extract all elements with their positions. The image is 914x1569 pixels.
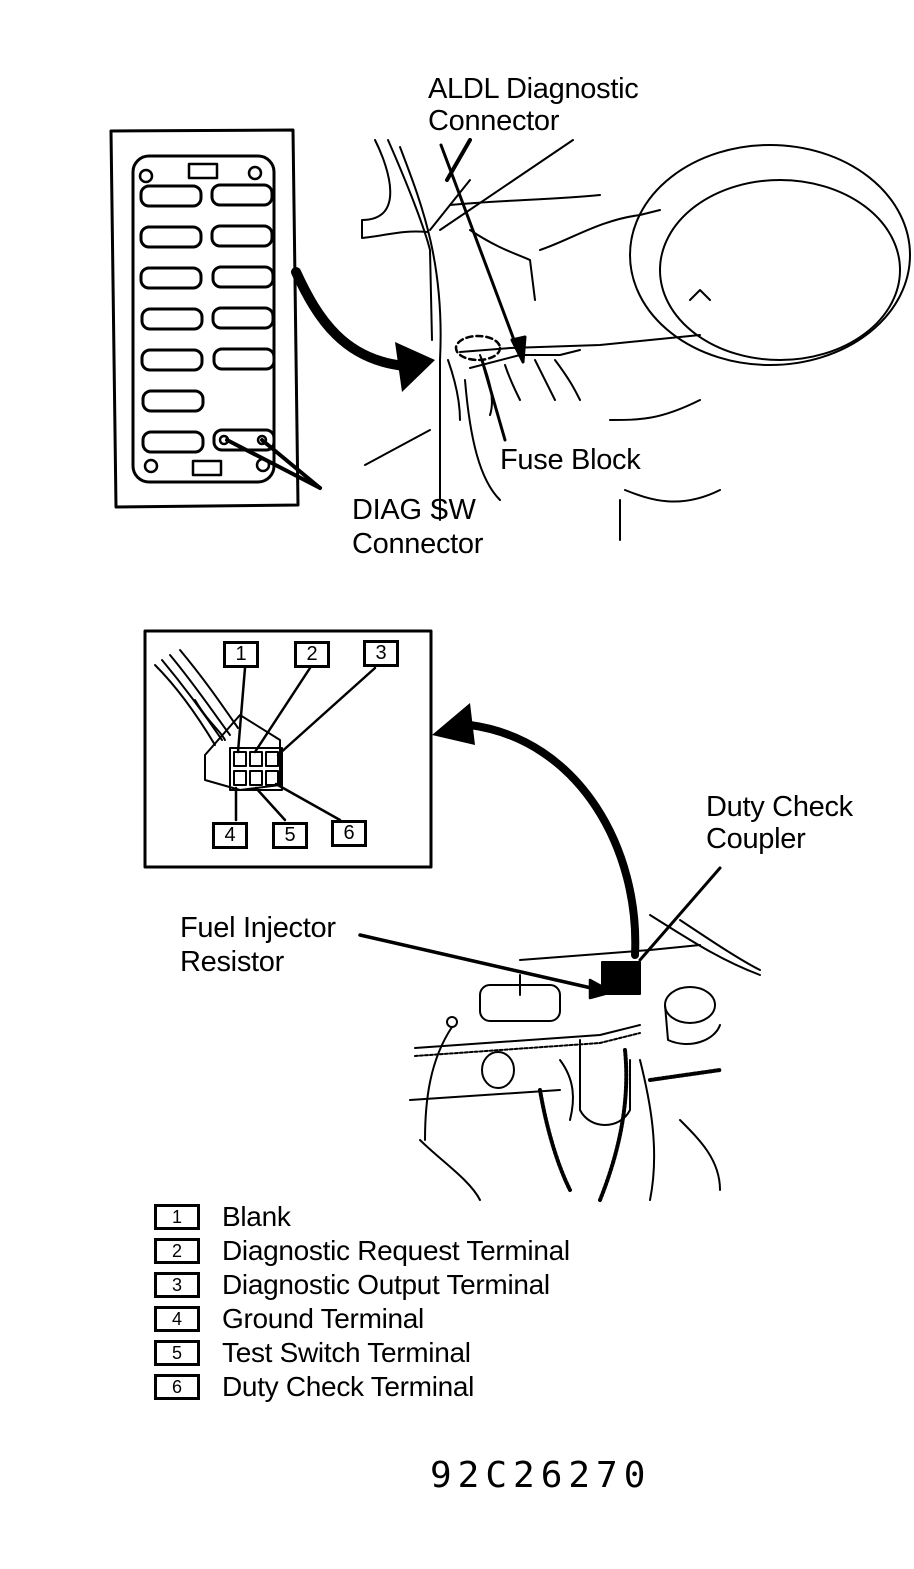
aldl-leader <box>439 143 527 364</box>
duty-check-label-line2: Coupler <box>706 823 806 855</box>
legend-item: 2 Diagnostic Request Terminal <box>154 1234 570 1268</box>
pin-callout-2: 2 <box>294 641 330 668</box>
fuel-injector-label-line2: Resistor <box>180 946 284 978</box>
legend-text: Diagnostic Request Terminal <box>222 1235 570 1266</box>
fuel-injector-label-line1: Fuel Injector <box>180 912 336 944</box>
pin-callout-4: 4 <box>212 822 248 849</box>
dashboard-sketch <box>361 138 911 541</box>
diag-sw-label-line1: DIAG SW <box>352 494 476 526</box>
fuse-block-detail <box>109 128 300 509</box>
diag-sw-pointer <box>225 438 322 490</box>
legend-text: Duty Check Terminal <box>222 1371 475 1402</box>
fuse-block-label: Fuse Block <box>500 444 641 476</box>
fuel-injector-leader <box>358 933 602 992</box>
fuse-block-leader <box>480 358 507 442</box>
legend-number: 2 <box>154 1238 200 1264</box>
pin-callout-1: 1 <box>223 641 259 668</box>
legend-text: Ground Terminal <box>222 1303 424 1334</box>
legend-number: 5 <box>154 1340 200 1366</box>
fuse-slots <box>139 183 276 454</box>
legend-item: 5 Test Switch Terminal <box>154 1336 570 1370</box>
pin-callout-3: 3 <box>363 640 399 667</box>
pin-callout-5: 5 <box>272 822 308 849</box>
aldl-label-line1: ALDL Diagnostic <box>428 73 639 105</box>
pin-callout-6: 6 <box>331 820 367 847</box>
diag-sw-label-line2: Connector <box>352 528 484 560</box>
legend-text: Test Switch Terminal <box>222 1337 471 1368</box>
legend-number: 6 <box>154 1374 200 1400</box>
duty-check-leader <box>638 866 722 962</box>
aldl-label-line2: Connector <box>428 105 560 137</box>
legend-text: Blank <box>222 1201 291 1232</box>
duty-check-label-line1: Duty Check <box>706 791 853 823</box>
fuse-block-arrowhead <box>395 342 435 392</box>
duty-check-arrow <box>466 721 640 959</box>
legend-number: 4 <box>154 1306 200 1332</box>
legend-number: 1 <box>154 1204 200 1230</box>
fuse-block-arrow <box>291 267 410 371</box>
legend-item: 4 Ground Terminal <box>154 1302 570 1336</box>
legend-text: Diagnostic Output Terminal <box>222 1269 550 1300</box>
legend-item: 3 Diagnostic Output Terminal <box>154 1268 570 1302</box>
aldl-connector-highlight <box>454 334 502 362</box>
terminal-legend: 1 Blank 2 Diagnostic Request Terminal 3 … <box>154 1200 570 1404</box>
legend-item: 1 Blank <box>154 1200 570 1234</box>
legend-item: 6 Duty Check Terminal <box>154 1370 570 1404</box>
figure-id: 92C26270 <box>430 1455 652 1496</box>
connector-detail <box>143 629 433 869</box>
engine-bay-sketch <box>409 914 761 1202</box>
legend-number: 3 <box>154 1272 200 1298</box>
duty-check-arrowhead <box>432 703 475 745</box>
